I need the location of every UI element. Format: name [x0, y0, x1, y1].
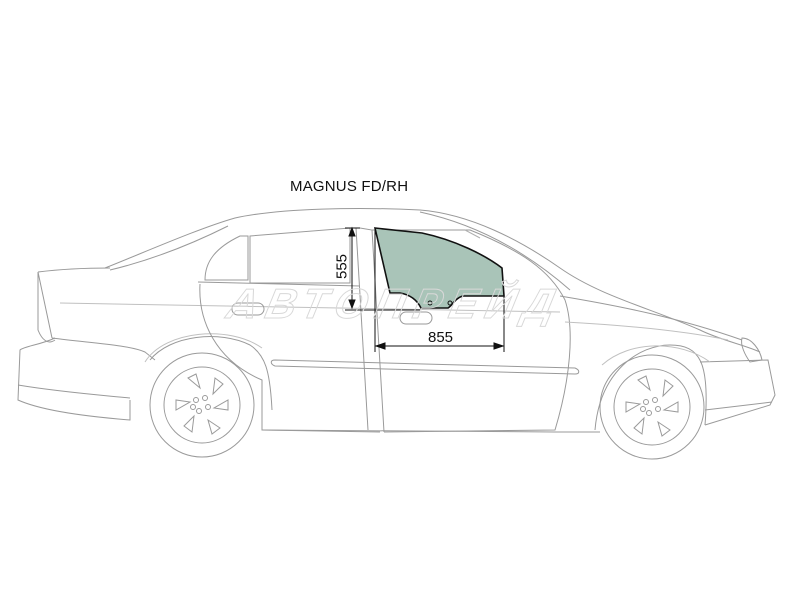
front-door-handle: [399, 311, 433, 325]
rear-wheel: [149, 352, 255, 458]
width-dimension: [374, 228, 505, 352]
roof-line: [104, 208, 761, 353]
front-door-glass: [373, 227, 505, 309]
side-moulding: [270, 359, 580, 375]
rear-door-window: [204, 235, 249, 281]
glass-mount-hole: [427, 300, 433, 306]
glass-mount-hole: [447, 300, 453, 306]
rear-door-handle: [231, 302, 265, 316]
front-wheel: [599, 354, 705, 460]
watermark: АВТОПРЕЙД: [223, 280, 569, 328]
height-dimension: [345, 226, 420, 311]
front-wheel-arch: [594, 344, 707, 431]
headlight: [741, 337, 763, 363]
height-dimension-label: 555: [333, 253, 351, 280]
hood-line: [559, 295, 743, 341]
width-dimension-label: 855: [428, 329, 454, 346]
diagram-title: MAGNUS FD/RH: [290, 178, 409, 195]
rear-bumper: [17, 337, 131, 421]
rear-wheel-arch: [149, 336, 273, 411]
trunk-line: [37, 267, 111, 273]
front-bumper: [699, 359, 776, 426]
